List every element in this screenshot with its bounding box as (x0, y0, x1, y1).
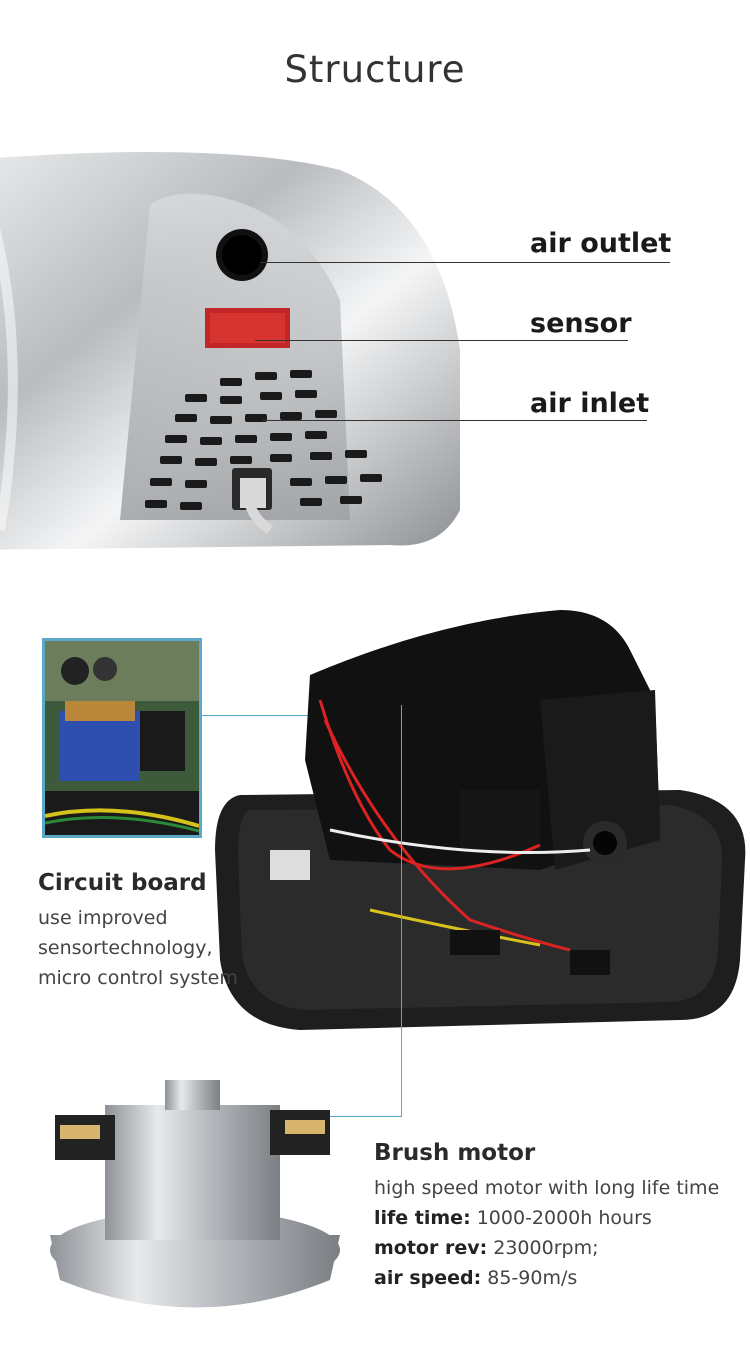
air-outlet-label: air outlet (530, 228, 672, 259)
brush-motor-image (50, 1080, 340, 1308)
circuit-board-line-3: micro control system (38, 967, 238, 989)
hand-dryer-image (0, 152, 460, 550)
sensor-label: sensor (530, 308, 632, 339)
circuit-board-line-2: sensortechnology, (38, 937, 213, 959)
brush-motor-summary: high speed motor with long life time (374, 1177, 720, 1199)
spec-life-time: life time: 1000-2000h hours (374, 1207, 652, 1229)
brush-motor-connector-line (401, 705, 402, 1117)
circuit-board-line-1: use improved (38, 907, 168, 929)
brush-motor-connector-line-horizontal (320, 1116, 402, 1117)
air-outlet-leader-line (260, 262, 670, 263)
brush-motor-description: high speed motor with long life time lif… (374, 1173, 744, 1293)
brush-motor-heading: Brush motor (374, 1140, 536, 1166)
air-inlet-leader-line (262, 420, 647, 421)
circuit-board-image (42, 638, 202, 838)
sensor-leader-line (255, 340, 628, 341)
circuit-board-connector-line (202, 715, 317, 716)
spec-air-speed: air speed: 85-90m/s (374, 1267, 578, 1289)
air-inlet-label: air inlet (530, 388, 650, 419)
circuit-board-heading: Circuit board (38, 870, 207, 896)
circuit-board-description: use improved sensortechnology, micro con… (38, 903, 238, 993)
spec-motor-rev: motor rev: 23000rpm; (374, 1237, 599, 1259)
page-title: Structure (284, 48, 466, 91)
dryer-internal-unit-image (215, 610, 746, 1030)
air-inlet-grille (145, 370, 382, 510)
